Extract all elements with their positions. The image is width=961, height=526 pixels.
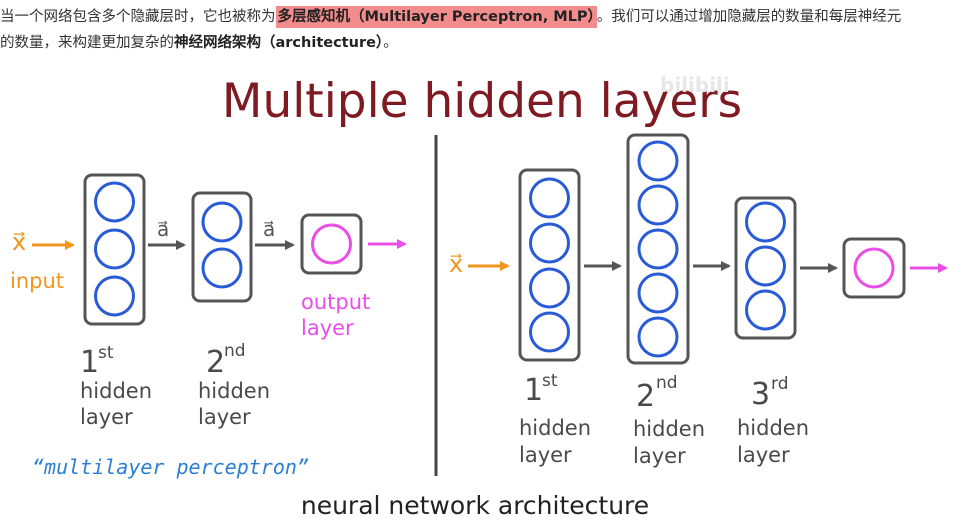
left-output-layer <box>300 213 363 275</box>
input-symbol: x⃗ <box>12 228 26 256</box>
description-paragraph: 当一个网络包含多个隐藏层时，它也被称为多层感知机（Multilayer Perc… <box>0 0 961 60</box>
paragraph-text: 。我们可以通过增加隐藏层的数量和每层神经元 <box>596 9 902 25</box>
diagram-title: Multiple hidden layers <box>222 74 742 129</box>
layer-box <box>191 191 253 303</box>
layer-ordinal-suffix: nd <box>656 373 678 393</box>
activation-label: a⃗ <box>263 217 275 241</box>
activation-label: a⃗ <box>157 217 169 241</box>
layer-box <box>300 213 363 275</box>
neuron <box>637 316 679 358</box>
neuron <box>637 184 679 226</box>
paragraph-line-1: 当一个网络包含多个隐藏层时，它也被称为多层感知机（Multilayer Perc… <box>0 5 901 29</box>
right-output-layer <box>842 237 906 299</box>
layer-ordinal-number: 2 <box>206 345 225 380</box>
neuron <box>94 228 135 270</box>
highlighted-term: 多层感知机（Multilayer Perceptron, MLP） <box>275 6 597 28</box>
right-hidden-layer-1 <box>518 168 581 362</box>
output-neuron <box>853 247 895 289</box>
neuron <box>745 245 786 287</box>
bottom-caption: neural network architecture <box>301 491 649 520</box>
layer-box <box>518 168 581 362</box>
layer-ordinal-suffix: rd <box>771 374 788 394</box>
layer-ordinal-number: 2 <box>636 379 655 414</box>
layer-box <box>734 196 797 340</box>
layer-caption-line1: hidden <box>198 379 270 403</box>
right-hidden-layer-2 <box>626 133 690 365</box>
input-symbol: x⃗ <box>449 250 463 278</box>
left-hidden-layer-1 <box>83 173 146 326</box>
layer-caption-line1: hidden <box>737 416 809 440</box>
neuron <box>94 181 135 223</box>
neuron <box>745 201 786 243</box>
paragraph-line-2: 的数量，来构建更加复杂的神经网络架构（architecture）。 <box>0 31 398 55</box>
neuron <box>637 228 679 270</box>
diagram-canvas: Multiple hidden layers x⃗ input a⃗ a⃗ ou… <box>10 74 948 520</box>
left-hidden-layer-2 <box>191 191 253 303</box>
neuron <box>201 247 243 289</box>
layer-caption-line2: layer <box>633 444 686 468</box>
output-neuron <box>311 223 352 265</box>
output-label-line1: output <box>301 290 370 314</box>
layer-ordinal-number: 1 <box>80 345 99 380</box>
neuron <box>637 140 679 182</box>
watermark-logo: bilibili <box>660 73 730 97</box>
neuron <box>201 201 243 243</box>
neuron <box>745 289 786 331</box>
right-hidden-layer-3 <box>734 196 797 340</box>
neuron <box>529 267 570 309</box>
neuron <box>529 311 570 353</box>
neuron <box>94 275 135 317</box>
layer-ordinal-number: 3 <box>751 377 770 412</box>
layer-caption-line2: layer <box>80 405 133 429</box>
paragraph-text: 当一个网络包含多个隐藏层时，它也被称为 <box>0 9 276 25</box>
layer-ordinal-number: 1 <box>524 373 543 408</box>
layer-box <box>842 237 906 299</box>
bold-term: 神经网络架构（architecture） <box>174 35 384 51</box>
layer-caption-line1: hidden <box>80 379 152 403</box>
layer-ordinal-suffix: st <box>542 371 558 391</box>
neuron <box>529 222 570 264</box>
layer-caption-line1: hidden <box>633 417 705 441</box>
layer-box <box>626 133 690 365</box>
layer-ordinal-suffix: st <box>98 343 114 363</box>
layer-ordinal-suffix: nd <box>224 341 246 361</box>
layer-box <box>83 173 146 326</box>
neuron <box>529 177 570 219</box>
layer-caption-line1: hidden <box>519 416 591 440</box>
layer-caption-line2: layer <box>198 405 251 429</box>
input-label: input <box>10 269 64 293</box>
paragraph-text: 的数量，来构建更加复杂的 <box>0 35 174 51</box>
output-label-line2: layer <box>301 316 354 340</box>
handwritten-note: “multilayer perceptron” <box>32 455 309 479</box>
paragraph-text: 。 <box>383 35 398 51</box>
layer-caption-line2: layer <box>519 443 572 467</box>
layer-caption-line2: layer <box>737 443 790 467</box>
neuron <box>637 272 679 314</box>
